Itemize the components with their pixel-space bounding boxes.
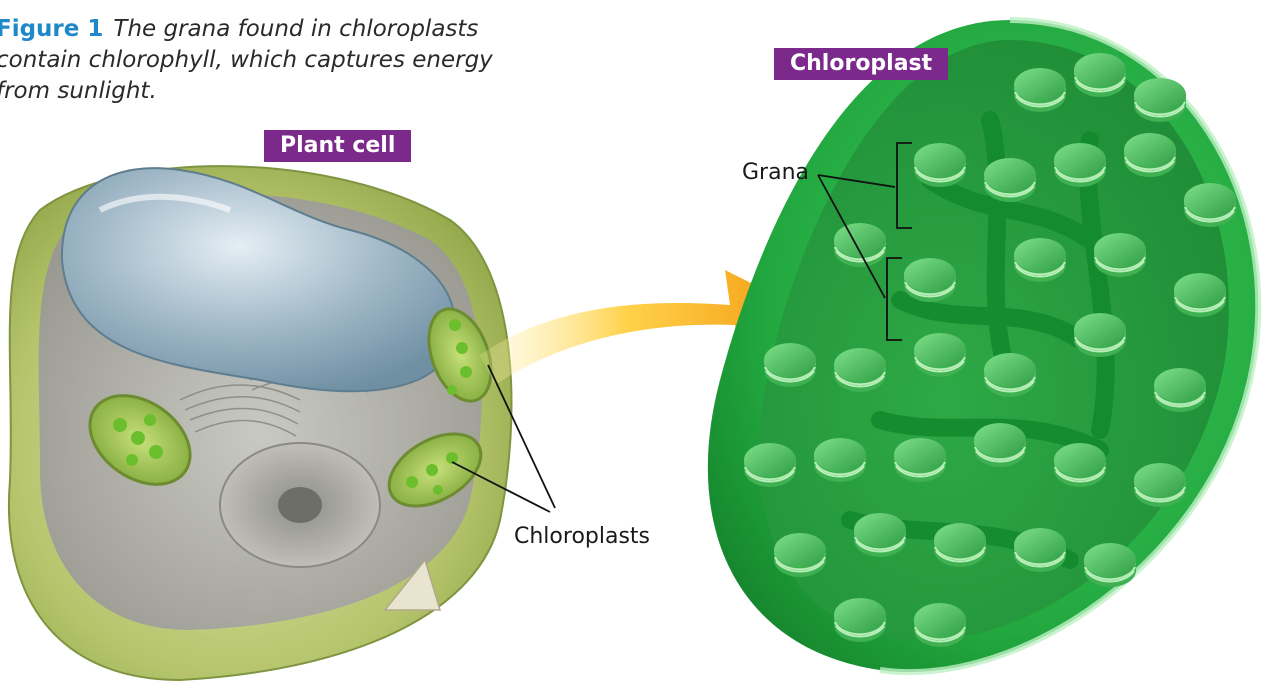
chloroplast-illustration [708, 20, 1258, 672]
chloroplast-tag: Chloroplast [774, 48, 948, 80]
plant-cell-tag: Plant cell [264, 130, 411, 162]
figure-caption: Figure 1The grana found in chloroplasts … [0, 14, 516, 107]
grana-label: Grana [742, 160, 809, 185]
plant-cell-illustration [9, 166, 512, 680]
chloroplasts-label: Chloroplasts [514, 524, 650, 549]
figure-number: Figure 1 [0, 16, 103, 42]
